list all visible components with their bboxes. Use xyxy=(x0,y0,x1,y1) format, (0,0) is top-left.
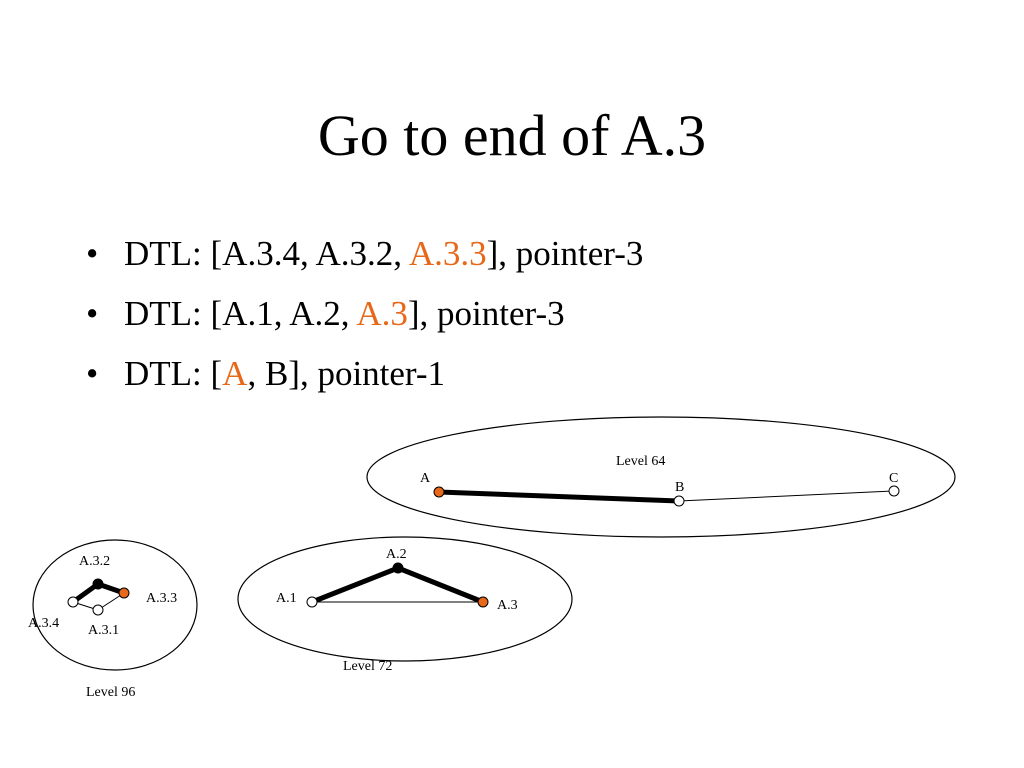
bullet-prefix: DTL: [ xyxy=(124,354,223,393)
node-a3-label: A.3 xyxy=(497,598,518,613)
edge-a1-a2 xyxy=(311,565,399,605)
level-72-label: Level 72 xyxy=(343,659,392,674)
bullet-highlight-item: A.3 xyxy=(356,294,408,333)
node-b-label: B xyxy=(675,480,684,495)
node-a-label: A xyxy=(420,471,431,486)
bullet-highlight-item: A.3.3 xyxy=(408,234,487,273)
node-a32-label: A.3.2 xyxy=(79,554,110,569)
node-a2-label: A.2 xyxy=(386,547,407,562)
edge-a2-a3 xyxy=(397,565,484,605)
node-a-circle xyxy=(433,486,445,498)
bullet-list: •DTL: [A.3.4, A.3.2, A.3.3], pointer-3 •… xyxy=(86,224,643,404)
node-a3-circle xyxy=(477,596,489,608)
bullet-symbol: • xyxy=(86,234,99,273)
node-a1-circle xyxy=(306,596,318,608)
node-a32-circle xyxy=(92,578,104,590)
level-64-label: Level 64 xyxy=(616,454,665,469)
bullet-prefix: DTL: [ xyxy=(124,294,223,333)
bullet-item-level96: • DTL: [A.3.4, A.3.2, A.3.3], pointer-3 xyxy=(86,224,643,284)
bullet-prefix: DTL: [ xyxy=(124,234,223,273)
node-a31-label: A.3.1 xyxy=(88,623,119,638)
edge-b-c xyxy=(678,490,895,502)
slide-title: Go to end of A.3 xyxy=(317,103,707,168)
bullet-item-level64: • DTL: [A, B], pointer-1 xyxy=(86,344,643,404)
bullet-symbol: • xyxy=(86,294,99,333)
level-72-ellipse xyxy=(237,536,573,662)
bullet-plain-items: A.1, A.2, xyxy=(222,294,357,333)
node-a33-label: A.3.3 xyxy=(146,591,177,606)
node-a34-label: A.3.4 xyxy=(28,616,59,631)
edge-a-b xyxy=(438,489,680,504)
level-96-label: Level 96 xyxy=(86,685,135,700)
level-96-ellipse xyxy=(32,539,198,671)
node-a34-circle xyxy=(67,596,79,608)
bullet-suffix: , B], pointer-1 xyxy=(247,354,446,393)
node-c-label: C xyxy=(889,471,898,486)
bullet-suffix: ], pointer-3 xyxy=(486,234,644,273)
bullet-suffix: ], pointer-3 xyxy=(407,294,565,333)
bullet-plain-items: A.3.4, A.3.2, xyxy=(222,234,409,273)
level-72-group: Level 72 A.1 A.2 A.3 xyxy=(237,536,573,674)
node-a1-label: A.1 xyxy=(276,591,297,606)
node-c-circle xyxy=(888,485,900,497)
node-a31-circle xyxy=(92,604,104,616)
bullet-item-level72: • DTL: [A.1, A.2, A.3], pointer-3 xyxy=(86,284,643,344)
node-b-circle xyxy=(673,495,685,507)
node-a33-circle xyxy=(118,587,130,599)
bullet-highlight-item: A xyxy=(222,354,248,393)
level-64-ellipse xyxy=(366,416,956,538)
level-64-group: Level 64 A B C xyxy=(366,416,956,538)
level-96-group: Level 96 A.3.2 A.3.3 A.3.4 A.3.1 xyxy=(28,539,198,700)
node-a2-circle xyxy=(392,562,404,574)
bullet-symbol: • xyxy=(86,354,99,393)
